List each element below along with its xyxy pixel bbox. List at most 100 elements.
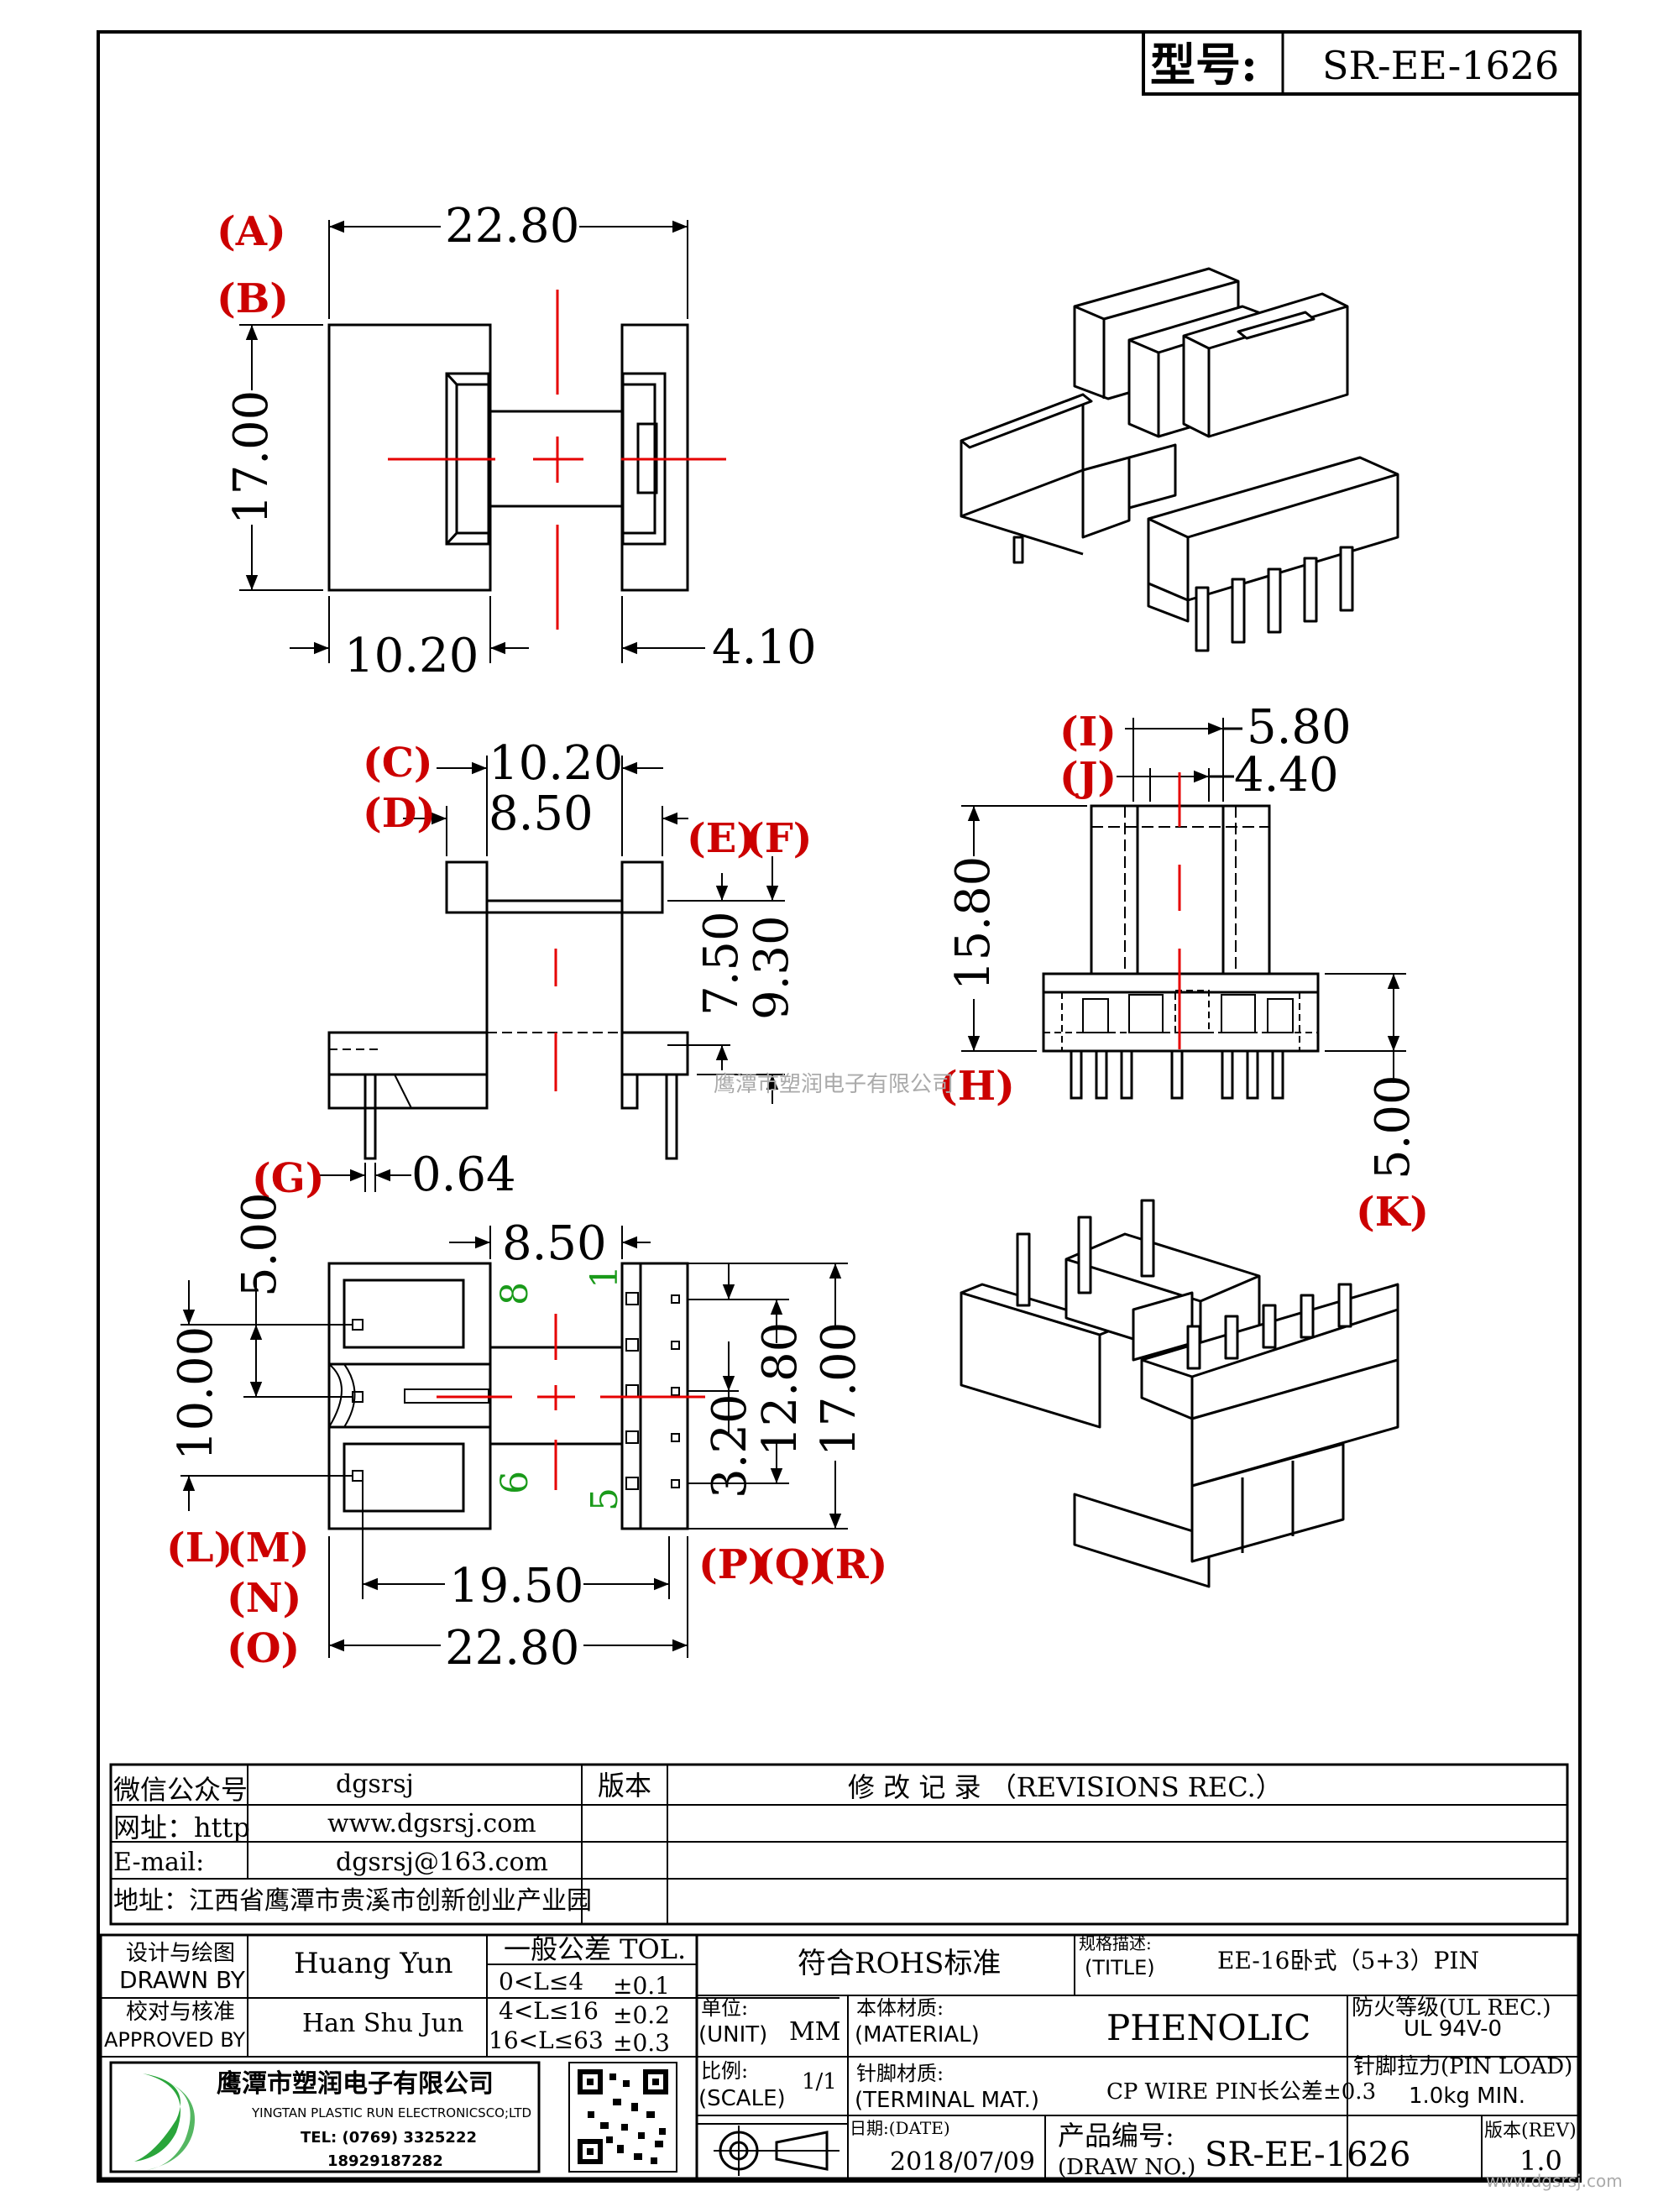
dim-letter-a: (A) [217, 208, 286, 255]
dim-value-o: 22.80 [445, 1621, 579, 1676]
terminal-label-en: (TERMINAL MAT.) [855, 2088, 1039, 2113]
sheet-border [97, 30, 1582, 2183]
dim-letter-b: (B) [217, 275, 289, 322]
dim-value-right: 4.10 [712, 620, 817, 675]
approved-label-cn: 校对与核准 [126, 2000, 235, 2025]
dim-value-q: 12.80 [753, 1322, 808, 1456]
tol-range-2: 4<L≤16 [499, 1997, 599, 2025]
side-view [319, 756, 785, 1192]
date-value: 2018/07/09 [890, 2147, 1035, 2177]
dim-value-f: 9.30 [745, 915, 799, 1020]
drawno-label-en: (DRAW NO.) [1058, 2155, 1195, 2180]
fire-label: 防火等级(UL REC.) [1352, 1995, 1551, 2021]
dim-letter-d: (D) [363, 790, 436, 837]
dim-value-l: 5.00 [233, 1192, 287, 1297]
drawno-value: SR-EE-1626 [1205, 2136, 1411, 2174]
tol-value-2: ±0.2 [613, 2001, 670, 2029]
tol-value-1: ±0.1 [613, 1972, 670, 2000]
rev-label: 版本(REV) [1484, 2120, 1577, 2141]
dim-value-n: 19.50 [449, 1559, 583, 1613]
scale-label-cn: 比例: [701, 2059, 748, 2083]
drawno-label-cn: 产品编号: [1058, 2120, 1174, 2152]
dim-value-e: 7.50 [694, 911, 749, 1016]
isometric-view-top [960, 267, 1399, 652]
dim-letter-e: (E) [687, 815, 756, 862]
tol-title: 一般公差 TOL. [504, 1933, 686, 1965]
web-label: 网址：http [113, 1812, 250, 1843]
bottom-view [180, 1226, 848, 1658]
projection-symbol [714, 2126, 840, 2176]
dim-value-j: 4.40 [1234, 748, 1339, 803]
pin-number-6: 6 [494, 1471, 536, 1494]
email-label: E-mail: [113, 1848, 204, 1877]
company-tel: TEL: (0769) 3325222 [301, 2129, 477, 2147]
corner-mark: www.dgsrsj.com [1486, 2171, 1623, 2191]
dim-letter-l: (L) [166, 1524, 233, 1571]
drawn-value: Huang Yun [294, 1947, 453, 1980]
pin-number-8: 8 [494, 1282, 536, 1305]
dim-value-bottom-top: 8.50 [502, 1216, 607, 1271]
wechat-value: dgsrsj [336, 1770, 414, 1799]
model-header: 型号: SR-EE-1626 [1142, 30, 1582, 96]
dim-letter-m: (M) [227, 1524, 310, 1571]
pin-number-5: 5 [583, 1488, 626, 1511]
rohs: 符合ROHS标准 [798, 1947, 1001, 1980]
material-label-cn: 本体材质: [856, 1996, 944, 2020]
date-label: 日期:(DATE) [850, 2118, 950, 2138]
dim-value-h: 15.80 [946, 856, 1001, 991]
bottom-view-centerlines [437, 1314, 705, 1490]
dim-letter-c: (C) [363, 740, 433, 787]
company-name-cn: 鹰潭市塑润电子有限公司 [217, 2069, 494, 2099]
dim-value-i: 5.80 [1247, 700, 1352, 755]
title-label-en: (TITLE) [1085, 1956, 1155, 1979]
drawn-label-cn: 设计与绘图 [126, 1941, 235, 1966]
approved-value: Han Shu Jun [302, 2009, 463, 2038]
version-label: 版本 [598, 1770, 651, 1801]
scale-label-en: (SCALE) [698, 2086, 786, 2111]
dim-letter-j: (J) [1059, 754, 1117, 801]
unit-value: MM [789, 2017, 840, 2047]
drawn-label-en: DRAWN BY [119, 1966, 246, 1994]
scale-value: 1/1 [802, 2069, 837, 2094]
model-value: SR-EE-1626 [1322, 43, 1559, 88]
web-value: www.dgsrsj.com [327, 1809, 536, 1838]
dim-value-p: 3.20 [703, 1394, 757, 1498]
dim-letter-p: (P) [698, 1541, 767, 1588]
rev-value: 1.0 [1519, 2145, 1562, 2177]
watermark: 鹰潭市塑润电子有限公司 [714, 1072, 954, 1097]
revisions-title: 修 改 记 录 （REVISIONS REC.） [848, 1771, 1283, 1803]
company-name-en: YINGTAN PLASTIC RUN ELECTRONICSCO;LTD [251, 2105, 531, 2120]
qr-code [578, 2069, 668, 2164]
terminal-label-cn: 针脚材质: [856, 2062, 944, 2085]
address: 地址：江西省鹰潭市贵溪市创新创业产业园 [113, 1886, 592, 1916]
pin-load-label: 针脚拉力(PIN LOAD) [1353, 2054, 1572, 2079]
terminal-value: CP WIRE PIN长公差±0.3 [1106, 2079, 1376, 2105]
dim-value-k: 5.00 [1366, 1075, 1420, 1179]
material-label-en: (MATERIAL) [855, 2022, 980, 2047]
dim-letter-n: (N) [227, 1575, 301, 1622]
top-view-centerlines [388, 290, 726, 630]
title-block [99, 1933, 1580, 2180]
front-view [961, 718, 1406, 1100]
dim-letter-q: (Q) [756, 1541, 829, 1588]
dim-value-g: 0.64 [411, 1148, 516, 1202]
wechat-label: 微信公众号 [113, 1774, 248, 1806]
model-label: 型号: [1150, 38, 1258, 92]
material-value: PHENOLIC [1106, 2007, 1310, 2048]
approved-label-en: APPROVED BY [104, 2028, 245, 2052]
tol-value-3: ±0.3 [613, 2029, 670, 2057]
dim-value-r: 17.00 [812, 1322, 866, 1456]
dim-value-d: 8.50 [489, 787, 594, 841]
dim-letter-h: (H) [939, 1063, 1015, 1110]
dim-value-left: 10.20 [344, 629, 479, 683]
dim-value-m: 10.00 [169, 1326, 223, 1461]
logo-swoosh-icon [134, 2073, 180, 2162]
title-value: EE-16卧式（5+3）PIN [1217, 1947, 1479, 1974]
company-logo [134, 2073, 195, 2170]
fire-value: UL 94V-0 [1404, 2016, 1502, 2042]
company-mobile: 18929187282 [327, 2152, 443, 2170]
unit-label-cn: 单位: [701, 1996, 748, 2020]
dim-letter-o: (O) [227, 1625, 300, 1672]
dim-letter-k: (K) [1356, 1189, 1429, 1236]
